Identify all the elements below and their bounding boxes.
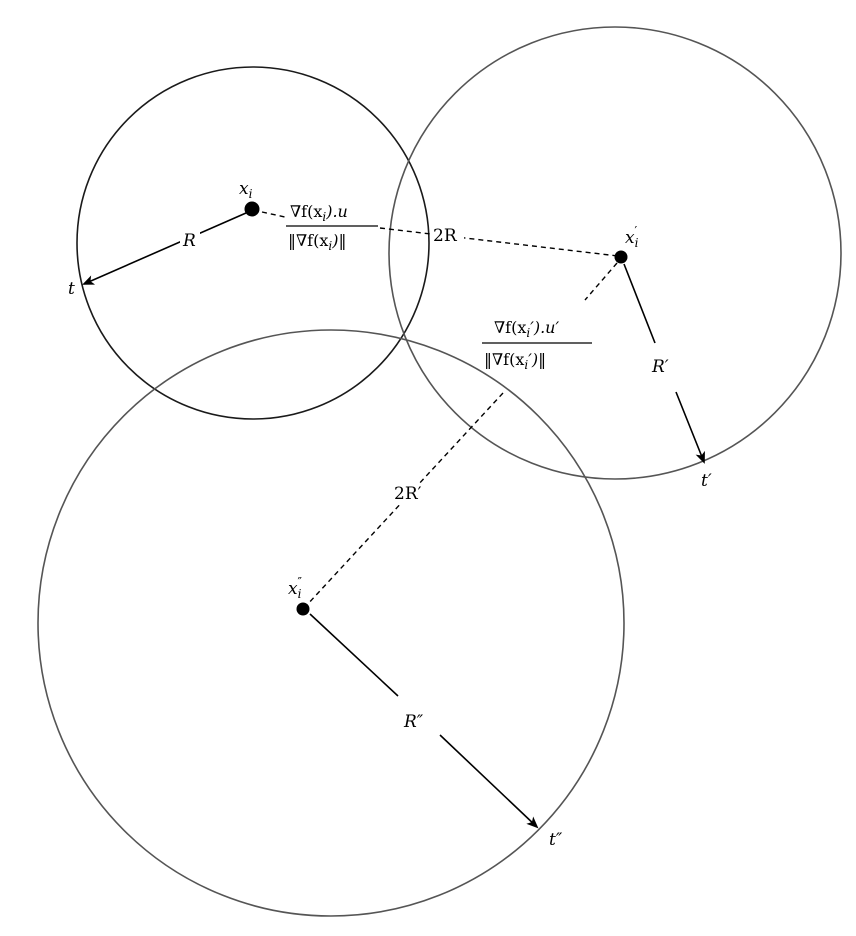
radius-arrow-r-prime-b: [675, 391, 705, 464]
label-target-t-dprime: t″: [549, 830, 563, 850]
dashed-line-xi-to-xi-prime-a: [261, 211, 286, 218]
circle-xi-prime: [388, 26, 842, 480]
point-xi: [244, 201, 260, 217]
radius-arrow-r-dprime-a: [309, 613, 399, 697]
gradient-fraction-xi: ∇f(xi).u ‖∇f(xi)‖: [286, 202, 378, 253]
radius-arrow-r-dprime-b: [439, 734, 539, 829]
label-distance-2r-prime: 2R′: [394, 484, 422, 504]
label-xi-prime: xi′: [625, 224, 639, 250]
label-radius-r-dprime: R″: [403, 712, 424, 732]
label-bg-r: [180, 230, 200, 250]
dashed-line-xi-prime-to-xi-dprime-a: [584, 262, 618, 301]
dashed-line-xi-to-xi-prime-b: [379, 227, 619, 257]
point-xi-dprime: [296, 602, 310, 616]
label-xi: xi: [239, 179, 253, 201]
gradient-numerator-xi: ∇f(xi).u: [290, 202, 348, 224]
label-bg-2r: [430, 225, 464, 245]
radius-arrow-r: [82, 212, 247, 285]
gradient-fraction-xi-prime: ∇f(xi′).u′ ‖∇f(xi′)‖: [482, 318, 592, 372]
gradient-denominator-xi-prime: ‖∇f(xi′)‖: [484, 350, 546, 372]
label-xi-dprime: xi″: [288, 575, 302, 601]
radius-arrow-r-prime-a: [623, 263, 656, 344]
point-xi-prime: [614, 250, 628, 264]
circle-xi: [76, 66, 430, 420]
label-radius-r: R: [182, 231, 196, 251]
gradient-numerator-xi-prime: ∇f(xi′).u′: [494, 318, 559, 340]
label-distance-2r: 2R: [433, 226, 458, 246]
circle-xi-dprime: [37, 329, 625, 917]
label-radius-r-prime: R′: [651, 357, 669, 377]
gradient-denominator-xi: ‖∇f(xi)‖: [288, 231, 346, 253]
label-target-t-prime: t′: [701, 471, 712, 491]
label-bg-2r-prime: [391, 483, 435, 505]
label-target-t: t: [68, 279, 75, 299]
